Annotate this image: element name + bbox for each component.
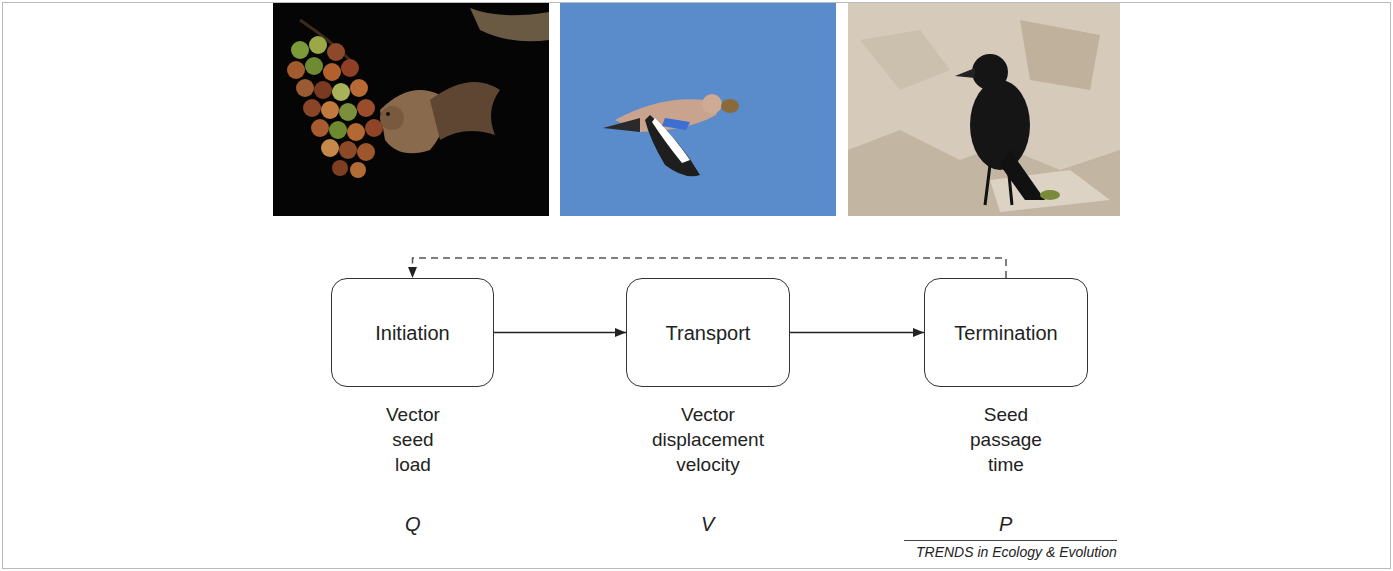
box-label: Initiation [365, 321, 460, 345]
flow-arrow [494, 328, 626, 337]
jay-photo [560, 3, 836, 216]
variable-symbol: Q [405, 512, 421, 536]
process-box: Termination [924, 278, 1088, 387]
variable-symbol: P [999, 512, 1012, 536]
process-box: Transport [626, 278, 790, 387]
variable-description: Vector displacement velocity [652, 402, 764, 477]
blackbird-photo [848, 3, 1120, 216]
variable-description: Vector seed load [386, 402, 440, 477]
variable-symbol: V [701, 512, 714, 536]
box-label: Transport [656, 321, 761, 345]
process-box: Initiation [331, 278, 494, 387]
bat-photo [273, 3, 549, 216]
variable-description: Seed passage time [970, 402, 1042, 477]
flow-arrow [790, 328, 924, 337]
box-label: Termination [944, 321, 1067, 345]
feedback-arrow [408, 258, 1006, 278]
journal-credit: TRENDS in Ecology & Evolution [904, 540, 1117, 561]
